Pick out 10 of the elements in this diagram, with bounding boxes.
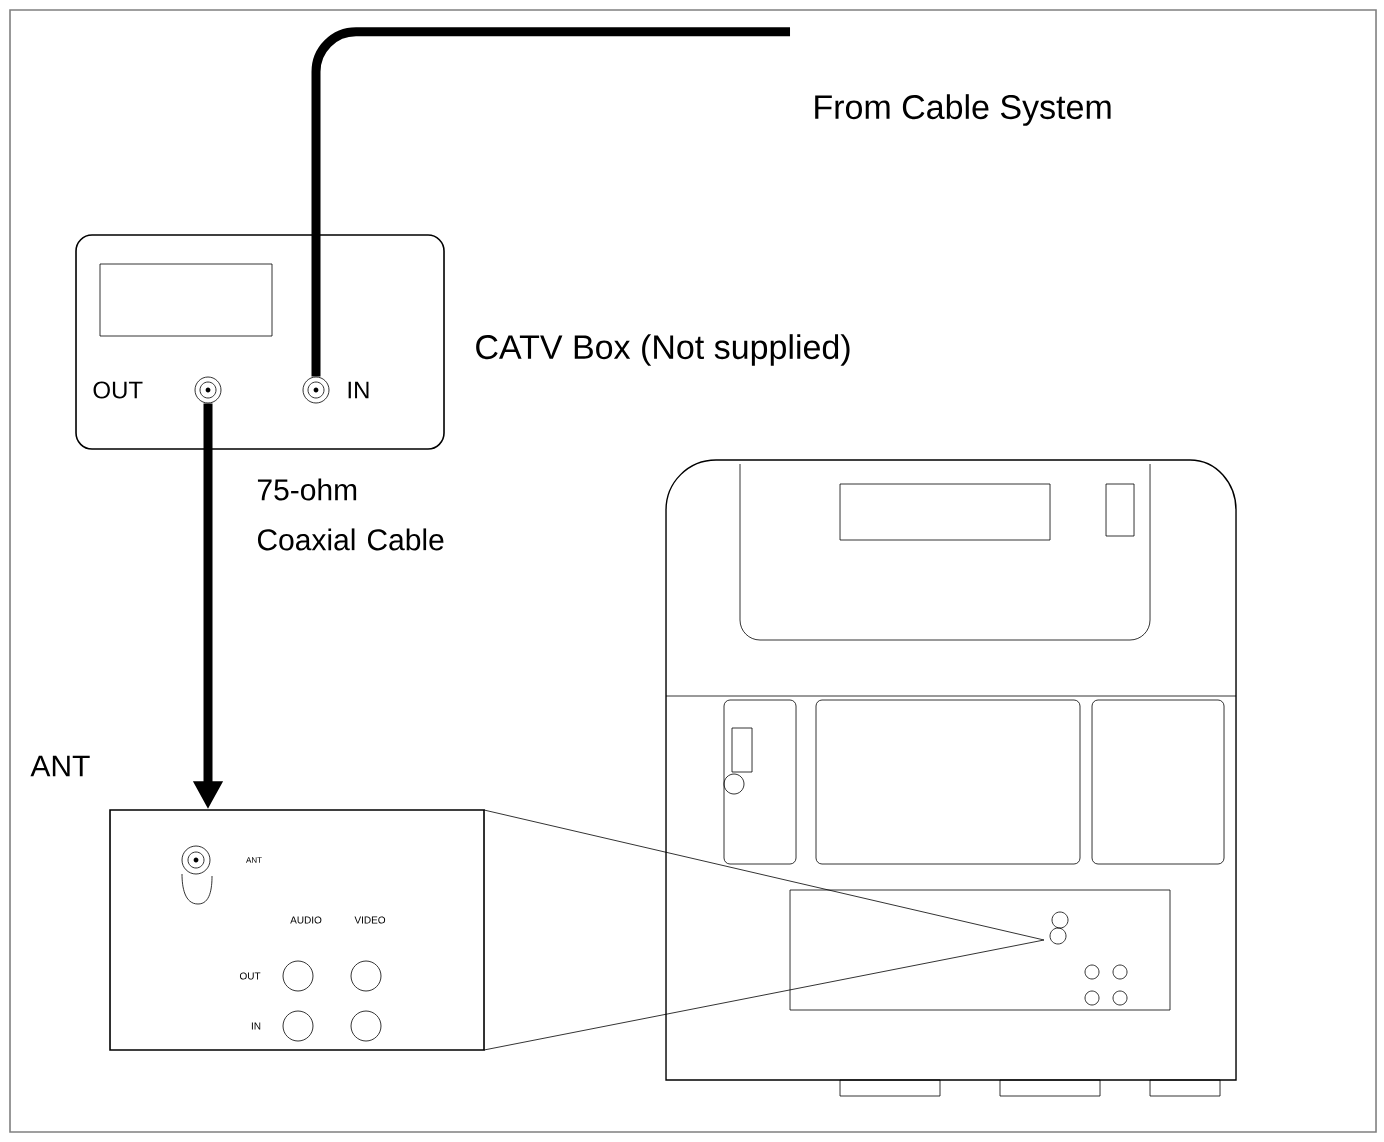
port-label: IN (348, 381, 369, 399)
jack (194, 376, 222, 404)
box-caption: CATV Box (Not supplied) (476, 334, 850, 366)
ant-label: ANT (30, 755, 90, 777)
source-label: From Cable System (815, 94, 1111, 126)
catv-box (75, 234, 445, 450)
edge-label: 75-ohm Coaxial Cable (257, 478, 444, 551)
input-panel (109, 809, 485, 1051)
jack (302, 376, 330, 404)
port-label: OUT (93, 381, 143, 399)
